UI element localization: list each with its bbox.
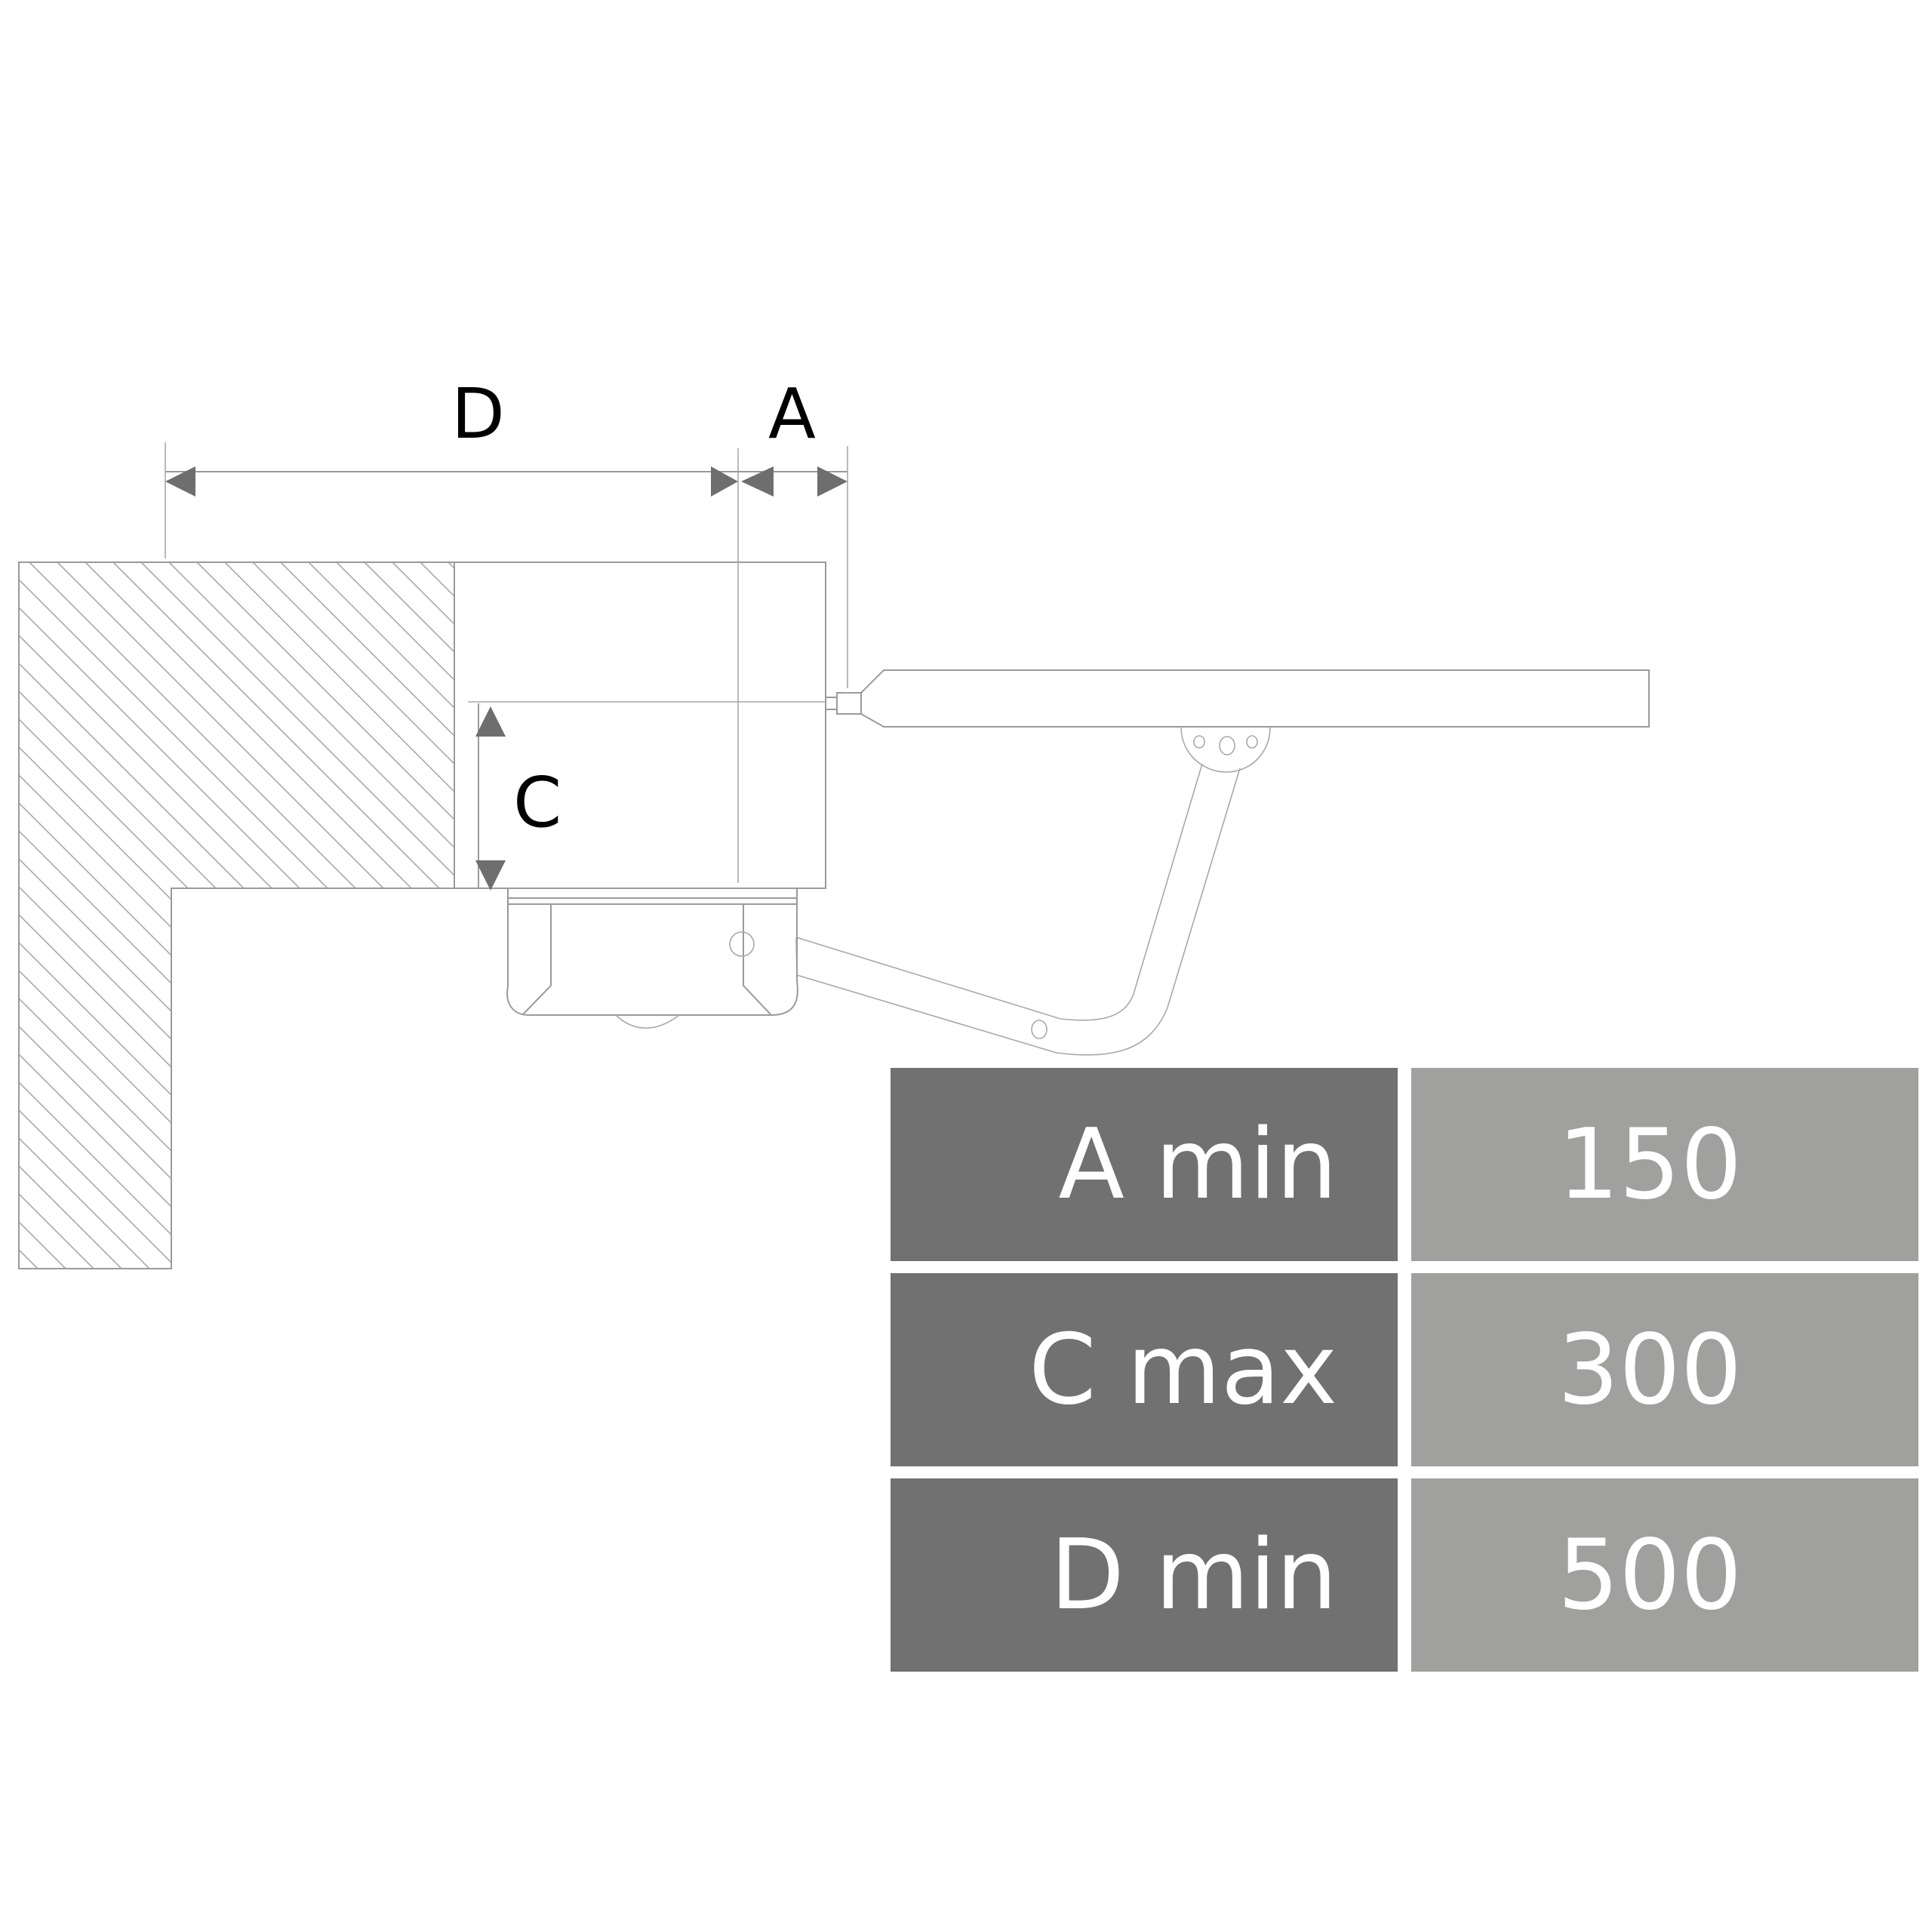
spec-table: A min 150 C max 300 D min 500	[891, 1068, 1918, 1684]
hatch-line	[168, 562, 454, 1269]
spec-value: 150	[1411, 1068, 1918, 1261]
hatch-line	[0, 562, 2, 1317]
spec-row-c: C max 300	[891, 1273, 1918, 1466]
hatch-line	[19, 562, 454, 1269]
dimension-label-d: D	[451, 374, 505, 454]
hatch-line	[85, 562, 454, 1269]
spec-label: C max	[891, 1273, 1398, 1466]
spec-value: 500	[1411, 1478, 1918, 1672]
dimension-label-c: C	[513, 762, 561, 843]
c-arrow-up	[475, 706, 506, 737]
spec-row-a: A min 150	[891, 1068, 1918, 1261]
articulated-arm	[795, 763, 1241, 1056]
d-arrow-left	[165, 466, 195, 497]
spec-label: D min	[891, 1478, 1398, 1672]
hatch-line	[19, 562, 454, 1269]
hatch-line	[19, 562, 454, 1269]
hatch-line	[19, 562, 171, 1269]
d-arrow-right	[711, 466, 738, 497]
hatch-line	[252, 562, 454, 1269]
spec-label: A min	[891, 1068, 1398, 1261]
hatch-line	[19, 562, 282, 1269]
hatch-line	[29, 562, 454, 1269]
hatch-line	[19, 562, 454, 1269]
gate-leaf	[454, 561, 826, 889]
hatch-line	[196, 562, 454, 1269]
hatch-line	[140, 562, 454, 1269]
hatch-line	[19, 562, 454, 1269]
hatch-line	[308, 562, 454, 1269]
hatch-line	[19, 562, 454, 1269]
hatch-line	[19, 562, 454, 1269]
hatch-line	[19, 562, 198, 1269]
a-arrow-left	[741, 466, 774, 497]
hatch-line	[224, 562, 454, 1269]
a-arrow-right	[817, 466, 848, 497]
hatch-line	[112, 562, 454, 1269]
hatch-line	[280, 562, 454, 1269]
hatch-line	[19, 562, 422, 1269]
c-arrow-down	[475, 860, 506, 891]
mounting-bracket	[506, 888, 798, 1029]
hatch-line	[19, 562, 31, 1269]
dimension-label-a: A	[768, 374, 816, 454]
hatch-line	[19, 562, 254, 1269]
operator-arm	[825, 669, 1650, 773]
spec-value: 300	[1411, 1273, 1918, 1466]
hatch-line	[19, 562, 454, 1269]
spec-row-d: D min 500	[891, 1478, 1918, 1672]
wall-outline	[18, 561, 454, 1269]
hatch-line	[19, 562, 226, 1269]
hatch-line	[19, 562, 450, 1269]
hatch-line	[19, 562, 454, 1269]
